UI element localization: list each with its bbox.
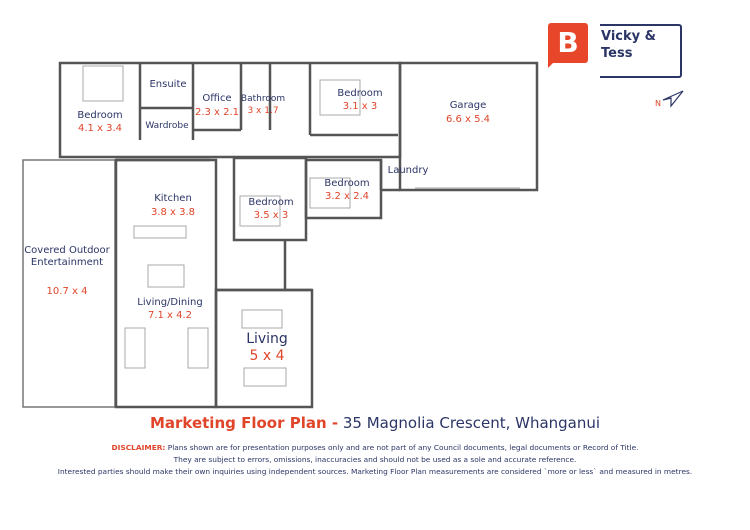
brand-logo-tail [548, 60, 556, 68]
room-size-bedroom-4: 3.5 x 3 [253, 210, 289, 221]
north-letter: N [655, 99, 661, 108]
disclaimer-line1: Plans shown are for presentation purpose… [167, 443, 639, 452]
wall-living [214, 288, 314, 409]
floor-plan [22, 61, 539, 409]
room-label-outdoor: Covered Outdoor Entertainment [24, 245, 110, 268]
room-size-office: 2.3 x 2.1 [194, 107, 240, 118]
room-label-bedroom-2: Bedroom [337, 88, 383, 99]
title-prefix: Marketing Floor Plan - [149, 414, 339, 432]
disclaimer-line2: They are subject to errors, omissions, i… [173, 455, 577, 464]
room-label-living: Living [246, 331, 288, 347]
wall-outdoor [22, 159, 116, 408]
disclaimer-label: DISCLAIMER: [111, 443, 166, 452]
room-label-bedroom-main: Bedroom [77, 110, 123, 121]
room-label-laundry: Laundry [387, 165, 429, 176]
room-size-living-dining: 7.1 x 4.2 [147, 310, 193, 321]
room-size-living: 5 x 4 [249, 348, 285, 364]
brand-name-line2: Tess [601, 46, 633, 61]
disclaimer: DISCLAIMER: Plans shown are for presenta… [0, 442, 750, 478]
room-label-garage: Garage [449, 100, 487, 111]
room-size-kitchen: 3.8 x 3.8 [150, 207, 196, 218]
brand-logo: B [548, 23, 588, 63]
room-label-bathroom: Bathroom [240, 94, 286, 104]
room-label-wardrobe: Wardrobe [145, 121, 189, 131]
room-size-bedroom-2: 3.1 x 3 [342, 101, 378, 112]
brand-box [600, 24, 682, 78]
room-label-kitchen: Kitchen [154, 193, 192, 204]
room-size-bedroom-main: 4.1 x 3.4 [77, 123, 123, 134]
room-size-bathroom: 3 x 1.7 [247, 106, 279, 116]
room-label-ensuite: Ensuite [149, 79, 187, 90]
page-title: Marketing Floor Plan - 35 Magnolia Cresc… [0, 414, 750, 432]
brand-name: Vicky & Tess [601, 28, 656, 62]
north-arrow-icon: N [655, 90, 684, 108]
room-label-living-dining: Living/Dining [137, 297, 203, 308]
brand-name-line1: Vicky & [601, 29, 656, 44]
room-label-bedroom-4: Bedroom [248, 197, 294, 208]
title-address: 35 Magnolia Crescent, Whanganui [342, 414, 601, 432]
room-size-bedroom-3: 3.2 x 2.4 [324, 191, 370, 202]
disclaimer-line3: Interested parties should make their own… [57, 467, 693, 476]
room-label-bedroom-3: Bedroom [324, 178, 370, 189]
room-label-office: Office [202, 93, 232, 104]
wall-garage [398, 61, 539, 192]
room-size-outdoor: 10.7 x 4 [46, 286, 88, 297]
room-size-garage: 6.6 x 5.4 [445, 114, 491, 125]
